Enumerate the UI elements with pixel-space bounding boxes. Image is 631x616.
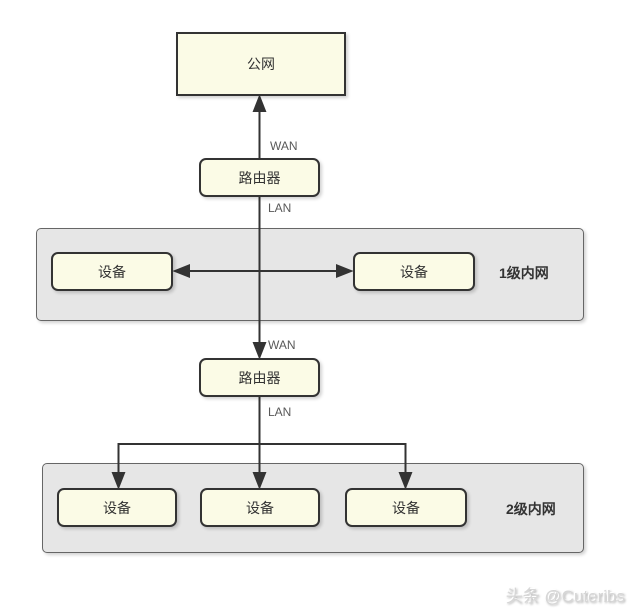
level1-arrowhead-right bbox=[336, 264, 354, 278]
level2-device3-node: 设备 bbox=[345, 488, 467, 527]
lan1-edge-label: LAN bbox=[268, 201, 292, 215]
router2-arrowhead-down bbox=[252, 342, 267, 360]
level2-device3-label: 设备 bbox=[392, 499, 420, 516]
public-network-label: 公网 bbox=[247, 56, 275, 72]
lan2-arrowhead-left bbox=[111, 472, 126, 490]
router2-node: 路由器 bbox=[199, 358, 320, 397]
lan2-arrowhead-middle bbox=[252, 472, 267, 490]
level1-device2-label: 设备 bbox=[400, 263, 428, 280]
router2-label: 路由器 bbox=[238, 369, 281, 386]
level1-device1-node: 设备 bbox=[51, 252, 173, 291]
wan2-edge-label: WAN bbox=[268, 338, 296, 352]
level1-device1-label: 设备 bbox=[98, 263, 126, 280]
public-network-node: 公网 bbox=[176, 32, 346, 96]
wan1-edge-label: WAN bbox=[270, 139, 298, 153]
level2-device1-node: 设备 bbox=[57, 488, 177, 527]
level1-device2-node: 设备 bbox=[353, 252, 475, 291]
level1-arrowhead-left bbox=[172, 264, 190, 278]
level2-device1-label: 设备 bbox=[103, 499, 131, 516]
wan1-arrowhead-up bbox=[252, 94, 267, 112]
level2-band-label: 2级内网 bbox=[506, 501, 556, 517]
lan2-edge-label: LAN bbox=[268, 405, 292, 419]
watermark-text: 头条 @Cuteribs bbox=[505, 587, 625, 606]
router1-node: 路由器 bbox=[199, 158, 320, 197]
level2-device2-label: 设备 bbox=[246, 499, 274, 516]
lan2-arrowhead-right bbox=[398, 472, 413, 490]
router1-label: 路由器 bbox=[238, 169, 281, 186]
level1-band-label: 1级内网 bbox=[499, 265, 549, 281]
level2-device2-node: 设备 bbox=[200, 488, 320, 527]
